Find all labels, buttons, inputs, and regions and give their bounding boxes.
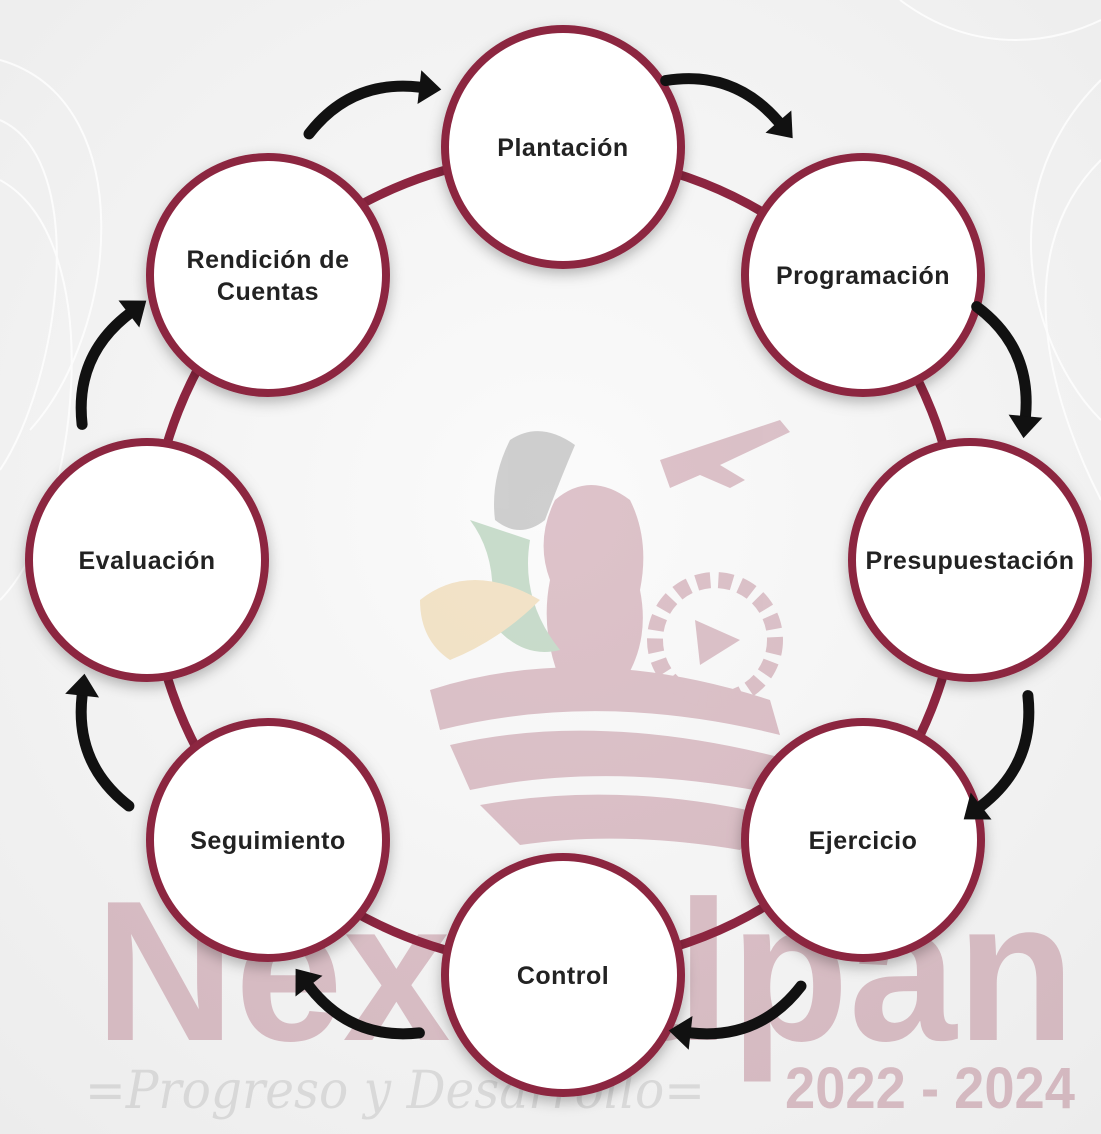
node-label-line: Control <box>517 962 609 990</box>
cycle-arrow <box>303 70 442 140</box>
node-label: Presupuestación <box>866 547 1075 575</box>
node-circle <box>441 25 685 269</box>
cycle-arrows <box>65 70 1043 1050</box>
cycle-arrow <box>75 300 147 430</box>
cycle-arrow <box>295 968 425 1040</box>
municipal-emblem <box>420 420 790 850</box>
cycle-arrow <box>963 690 1035 820</box>
node-circle <box>25 438 269 682</box>
node-label: Control <box>517 962 609 990</box>
emblem-warrior-figure <box>543 485 644 680</box>
node-plantacion: Plantación <box>441 25 685 269</box>
node-label: Programación <box>776 262 950 290</box>
node-circle <box>741 718 985 962</box>
cycle-arrow <box>971 301 1043 439</box>
node-label-line: Rendición de <box>187 246 350 274</box>
arrow-head <box>963 792 992 820</box>
emblem-airplane <box>660 420 790 488</box>
emblem-feather-headdress <box>494 431 575 530</box>
node-label-line: Plantación <box>497 134 628 162</box>
node-circle <box>441 853 685 1097</box>
emblem-gold-sweep <box>420 580 540 660</box>
node-circle <box>146 153 390 397</box>
node-label: Evaluación <box>79 547 216 575</box>
arrow-shaft <box>975 690 1035 812</box>
node-label-line: Seguimiento <box>190 827 346 855</box>
emblem-gear <box>647 572 783 708</box>
node-label-line: Cuentas <box>217 278 319 306</box>
emblem-quetzal-plumes <box>470 520 560 652</box>
node-programacion: Programación <box>741 153 985 397</box>
node-circle <box>146 718 390 962</box>
arrow-shaft <box>75 308 135 430</box>
node-label-line: Presupuestación <box>866 547 1075 575</box>
background-swirls <box>0 0 1101 600</box>
node-label: Ejercicio <box>809 827 918 855</box>
arrow-head <box>65 673 99 698</box>
arrow-shaft <box>660 73 784 128</box>
arrow-head <box>1008 414 1043 439</box>
node-control: Control <box>441 853 685 1097</box>
arrow-head <box>118 300 147 328</box>
arrow-head <box>295 968 323 997</box>
arrow-shaft <box>303 980 425 1040</box>
arrow-shaft <box>75 690 135 812</box>
arrow-shaft <box>303 80 425 140</box>
arrow-head <box>668 1016 693 1050</box>
node-label-line: Programación <box>776 262 950 290</box>
node-circle <box>848 438 1092 682</box>
arrow-shaft <box>685 980 807 1040</box>
node-label: Seguimiento <box>190 827 346 855</box>
node-ejercicio: Ejercicio <box>741 718 985 962</box>
cycle-nodes: PlantaciónProgramaciónPresupuestaciónEje… <box>25 25 1092 1097</box>
node-seguimiento: Seguimiento <box>146 718 390 962</box>
node-rendicion-de-cuentas: Rendición de Cuentas <box>146 153 390 397</box>
node-evaluacion: Evaluación <box>25 438 269 682</box>
cycle-arrow <box>668 980 807 1050</box>
node-label: Plantación <box>497 134 628 162</box>
node-label: Rendición de Cuentas <box>187 246 350 306</box>
arrow-shaft <box>971 301 1032 422</box>
cycle-arrow <box>660 73 793 139</box>
node-circle <box>741 153 985 397</box>
node-label-line: Evaluación <box>79 547 216 575</box>
arrow-head <box>765 110 793 139</box>
node-label-line: Ejercicio <box>809 827 918 855</box>
emblem-field-stripes <box>430 667 790 850</box>
node-presupuestacion: Presupuestación <box>848 438 1092 682</box>
cycle-arrow <box>65 673 135 812</box>
watermark-years: 2022 - 2024 <box>785 1056 1075 1121</box>
arrow-head <box>417 70 442 104</box>
emblem-gear-center <box>695 620 740 665</box>
